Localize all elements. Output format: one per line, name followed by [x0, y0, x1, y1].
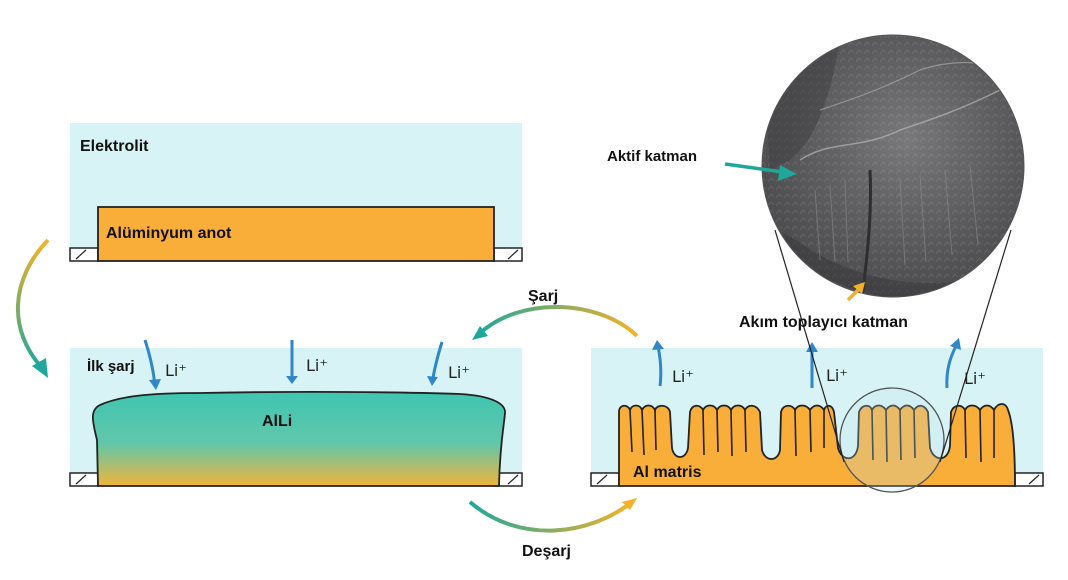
sem-micrograph	[761, 34, 1025, 298]
li-ion-label: Li⁺	[165, 361, 187, 380]
li-ion-label: Li⁺	[826, 366, 848, 385]
discharge-label: Deşarj	[522, 543, 571, 560]
current-collector-annotation: Akım toplayıcı katman	[739, 282, 908, 331]
discharge-arrow: Deşarj	[468, 498, 637, 560]
aluminum-anode	[97, 206, 495, 262]
anode-label: Alüminyum anot	[106, 225, 232, 242]
charge-label: Şarj	[528, 288, 558, 305]
electrolyte-label: Elektrolit	[80, 138, 149, 155]
li-ion-label: Li⁺	[964, 369, 986, 388]
li-ion-label: Li⁺	[448, 363, 470, 382]
current-collector-left	[69, 472, 99, 487]
zoom-line-right	[939, 229, 1012, 463]
current-collector-left	[590, 472, 620, 487]
first-charge-arrow	[15, 238, 50, 378]
magnification-circle	[839, 387, 945, 493]
panel-initial: Elektrolit Alüminyum anot	[69, 123, 523, 262]
li-ion-label: Li⁺	[672, 367, 694, 386]
li-ion-label: Li⁺	[306, 356, 328, 375]
active-layer-label: Aktif katman	[607, 148, 697, 165]
active-layer-annotation: Aktif katman	[607, 148, 797, 181]
matrix-cracks	[629, 409, 995, 463]
li-ion-arrow-in	[431, 341, 444, 379]
alli-alloy-layer	[91, 391, 506, 487]
panel-charged: İlk şarj AlLi Li⁺ Li⁺ Li⁺	[69, 339, 523, 487]
alli-label: AlLi	[262, 413, 292, 430]
al-matrix-label: Al matris	[633, 464, 702, 481]
first-charge-label: İlk şarj	[87, 358, 135, 375]
current-collector-label: Akım toplayıcı katman	[739, 314, 908, 331]
panel-cycled: Al matris Li⁺ Li⁺ Li⁺	[590, 338, 1044, 493]
charge-arrow: Şarj	[472, 288, 639, 340]
zoom-line-left	[774, 229, 845, 463]
li-ion-arrow-out	[945, 345, 958, 389]
current-collector-left	[69, 247, 99, 262]
